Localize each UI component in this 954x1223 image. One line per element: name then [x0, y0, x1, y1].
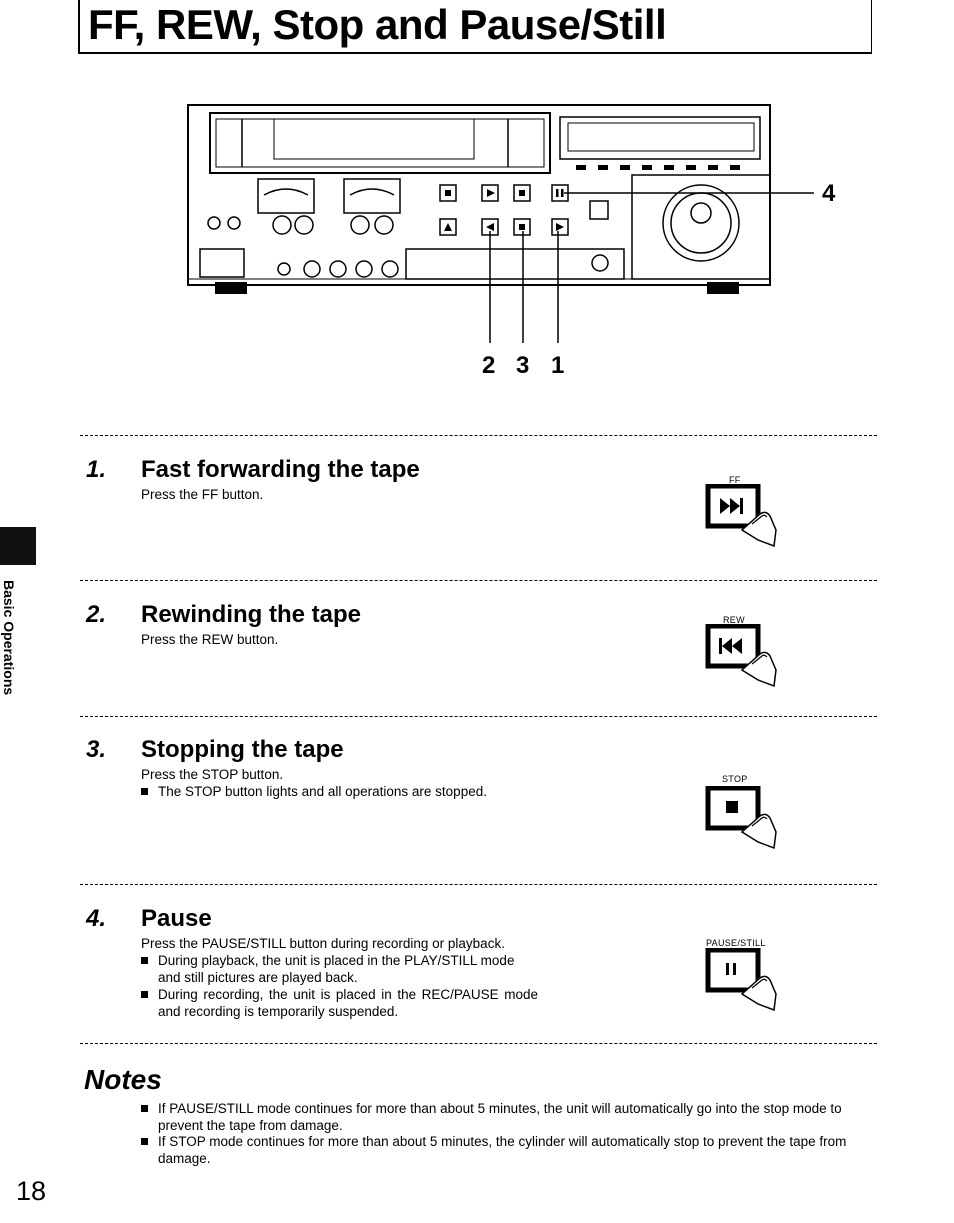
- pause-still-button-illustration: [705, 948, 777, 1012]
- section-title: Fast forwarding the tape: [141, 456, 420, 483]
- stop-button-illustration: [705, 786, 777, 850]
- page-title: FF, REW, Stop and Pause/Still: [88, 1, 667, 48]
- callout-1: 1: [551, 352, 565, 379]
- section-text: Press the PAUSE/STILL button during reco…: [141, 936, 505, 951]
- callout-2: 2: [482, 352, 496, 379]
- notes-title: Notes: [84, 1064, 162, 1095]
- section-text: Press the FF button.: [141, 487, 264, 502]
- title-box: FF, REW, Stop and Pause/Still: [78, 0, 872, 54]
- side-tab-marker: [0, 527, 36, 565]
- section-title: Stopping the tape: [141, 736, 344, 763]
- button-label: PAUSE/STILL: [706, 938, 766, 948]
- section-title: Rewinding the tape: [141, 601, 362, 628]
- divider: [80, 580, 877, 581]
- pause-icon: [726, 963, 736, 975]
- section-number: 2.: [86, 601, 107, 628]
- callout-4: 4: [822, 180, 836, 207]
- section-text: Press the REW button.: [141, 632, 279, 647]
- divider: [80, 1043, 877, 1044]
- section-number: 3.: [86, 736, 107, 763]
- rewind-icon: [719, 638, 742, 654]
- vcr-front-panel-diagram: [187, 104, 814, 343]
- side-tab-label: Basic Operations: [1, 580, 17, 696]
- page-number: 18: [16, 1176, 47, 1206]
- button-label: STOP: [722, 774, 748, 784]
- rew-button-illustration: [705, 624, 777, 688]
- ff-button-illustration: [705, 484, 777, 548]
- divider: [80, 716, 877, 717]
- section-number: 1.: [86, 456, 107, 483]
- stop-icon: [726, 801, 738, 813]
- divider: [80, 435, 877, 436]
- section-text: Press the STOP button.: [141, 767, 284, 782]
- button-label: REW: [723, 615, 745, 625]
- divider: [80, 884, 877, 885]
- callout-3: 3: [516, 352, 530, 379]
- section-number: 4.: [86, 905, 107, 932]
- button-label: FF: [729, 475, 741, 485]
- fast-forward-icon: [720, 498, 743, 514]
- section-title: Pause: [141, 905, 212, 932]
